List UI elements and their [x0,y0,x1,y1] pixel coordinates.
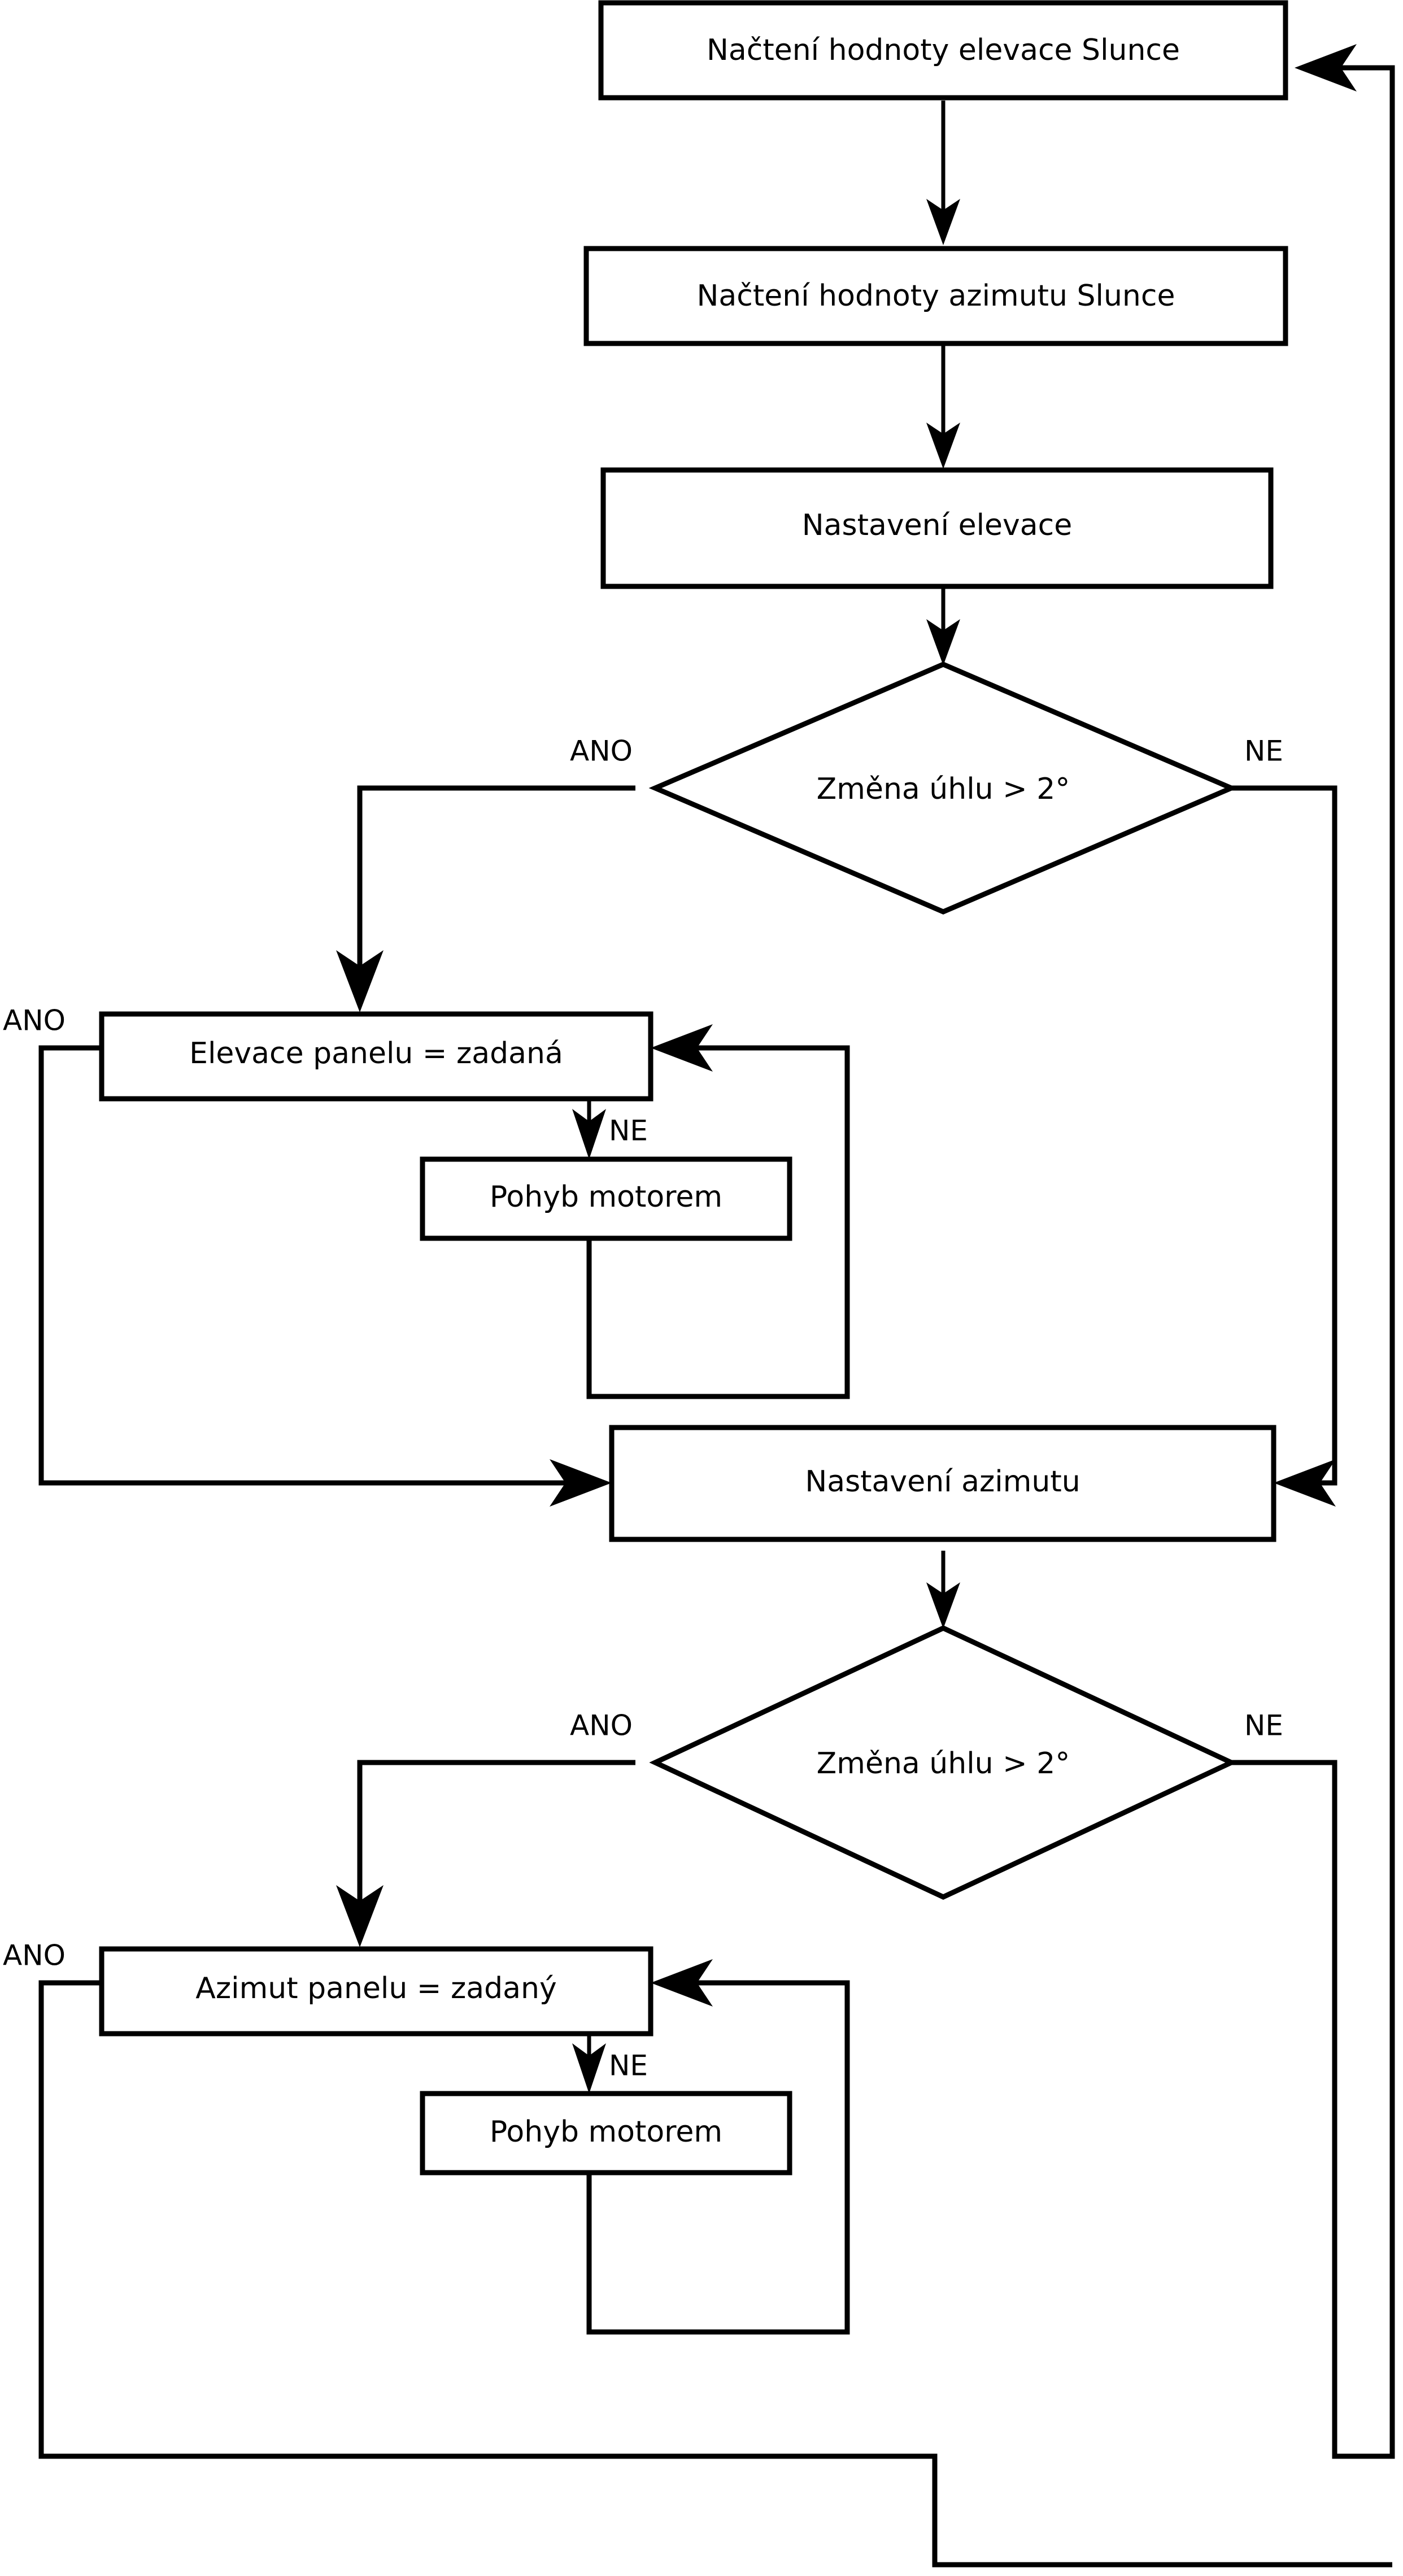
edge-motor-elev-back-to-panel-elevation [586,1024,850,1399]
edge-label-decision-1-no: NE [1244,735,1283,768]
node-set-elevation-label: Nastavení elevace [802,508,1072,542]
edge-decision-1-yes-to-panel-elevation [336,785,635,1012]
edge-panel-azimuth-no-to-motor [572,2034,606,2094]
edge-panel-elevation-no-to-motor [572,1099,606,1159]
node-decision-angle-azimuth-label: Změna úhlu > 2° [817,1747,1070,1781]
edge-set-elevation-to-decision-1 [926,588,960,665]
edge-read-elevation-to-read-azimuth [926,101,960,245]
edge-label-panel-azimuth-yes: ANO [3,1939,66,1972]
edge-label-decision-2-no: NE [1244,1709,1283,1742]
node-motor-move-azimuth-label: Pohyb motorem [490,2115,722,2149]
node-read-elevation-label: Načtení hodnoty elevace Slunce [707,33,1180,67]
edge-set-azimuth-to-decision-2 [926,1551,960,1629]
edge-decision-1-no-to-set-azimuth [1231,785,1337,1507]
node-motor-move-elevation-label: Pohyb motorem [490,1180,722,1214]
node-decision-angle-azimuth[interactable]: Změna úhlu > 2° [649,1625,1238,1900]
node-panel-elevation-check[interactable]: Elevace panelu = zadaná [99,1011,653,1102]
node-panel-elevation-check-label: Elevace panelu = zadaná [189,1037,563,1071]
node-set-azimuth-label: Nastavení azimutu [805,1465,1080,1499]
node-set-elevation[interactable]: Nastavení elevace [600,467,1274,589]
node-read-azimuth[interactable]: Načtení hodnoty azimutu Slunce [583,246,1288,346]
edge-label-panel-elevation-no: NE [609,1115,648,1147]
edge-decision-2-yes-to-panel-azimuth [336,1760,635,1947]
edge-panel-azimuth-yes-to-read-elevation [38,1980,1392,2568]
node-decision-angle-elevation[interactable]: Změna úhlu > 2° [648,662,1238,915]
edge-motor-azim-back-to-panel-azimuth [586,1959,850,2335]
node-decision-angle-elevation-label: Změna úhlu > 2° [817,772,1070,806]
node-motor-move-azimuth[interactable]: Pohyb motorem [420,2091,792,2175]
edge-label-panel-elevation-yes: ANO [3,1004,66,1037]
node-read-azimuth-label: Načtení hodnoty azimutu Slunce [697,279,1175,313]
edge-read-azimuth-to-set-elevation [926,345,960,469]
edge-label-decision-1-yes: ANO [570,735,633,768]
edge-decision-2-no-to-read-elevation [1231,44,1395,2459]
node-read-elevation[interactable]: Načtení hodnoty elevace Slunce [598,0,1288,101]
edge-label-decision-2-yes: ANO [570,1709,633,1742]
node-panel-azimuth-check-label: Azimut panelu = zadaný [195,1972,556,2005]
edge-label-panel-azimuth-no: NE [609,2050,648,2082]
edge-panel-elevation-yes-to-set-azimuth [38,1045,612,1507]
node-panel-azimuth-check[interactable]: Azimut panelu = zadaný [99,1946,653,2037]
node-motor-move-elevation[interactable]: Pohyb motorem [420,1156,792,1241]
node-set-azimuth[interactable]: Nastavení azimutu [609,1425,1276,1542]
